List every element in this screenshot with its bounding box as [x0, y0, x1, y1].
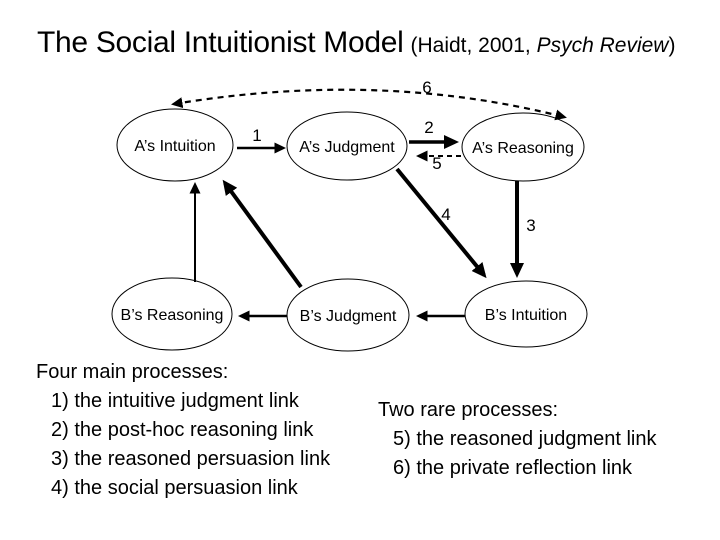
- link-6-label: 6: [422, 78, 431, 97]
- notes-main-item-4: 4) the social persuasion link: [51, 477, 298, 499]
- slide-title: The Social Intuitionist Model (Haidt, 200…: [37, 26, 675, 60]
- node-b-reasoning-label: B’s Reasoning: [121, 307, 224, 324]
- link-3-label: 3: [526, 216, 535, 235]
- link-5-label: 5: [432, 154, 441, 173]
- node-b-intuition-ellipse: [464, 280, 588, 348]
- node-b-judgment-label: B’s Judgment: [300, 308, 397, 325]
- notes-main-item-2: 2) the post-hoc reasoning link: [51, 419, 314, 441]
- link-2-label: 2: [424, 118, 433, 137]
- citation-close: ): [668, 34, 676, 57]
- node-a-reasoning-label: A’s Reasoning: [472, 140, 574, 157]
- link-b-social-persuasion-arrow: [222, 179, 303, 289]
- notes-main-heading: Four main processes:: [36, 361, 229, 383]
- notes-main-item-1: 1) the intuitive judgment link: [51, 390, 299, 412]
- node-b-reasoning-ellipse: [111, 277, 233, 351]
- link-1-label: 1: [252, 126, 261, 145]
- link-4-arrow: [395, 167, 487, 279]
- link-6-arrow: [171, 88, 567, 121]
- notes-rare-item-5: 5) the reasoned judgment link: [393, 428, 657, 450]
- notes-main-item-3: 3) the reasoned persuasion link: [51, 448, 331, 470]
- node-a-judgment-label: A’s Judgment: [299, 139, 395, 156]
- node-a-intuition-label: A’s Intuition: [134, 138, 215, 155]
- notes-two-rare-processes: Two rare processes: 5) the reasoned judg…: [378, 396, 657, 483]
- citation-journal: Psych Review: [536, 34, 669, 57]
- notes-rare-item-6: 6) the private reflection link: [393, 457, 633, 479]
- citation-open: (Haidt, 2001,: [410, 34, 537, 57]
- slide-title-main: The Social Intuitionist Model: [37, 26, 404, 59]
- notes-rare-heading: Two rare processes:: [378, 399, 559, 421]
- link-4-label: 4: [441, 205, 450, 224]
- node-b-intuition-label: B’s Intuition: [485, 307, 567, 324]
- slide-title-citation: (Haidt, 2001, Psych Review): [411, 34, 676, 57]
- notes-four-main-processes: Four main processes: 1) the intuitive ju…: [36, 358, 330, 503]
